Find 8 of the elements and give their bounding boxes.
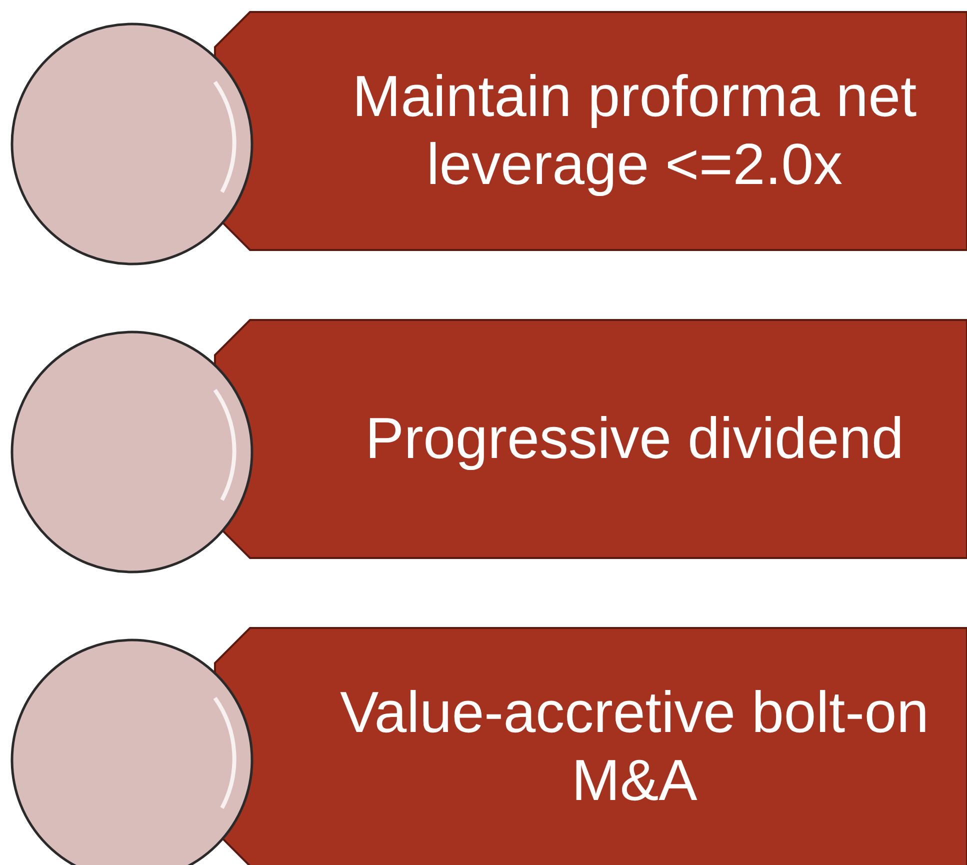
circle-shape (10, 330, 254, 574)
banner (215, 628, 967, 865)
banner-text: Progressive dividend (365, 405, 904, 473)
banner (215, 12, 967, 250)
banner-text: Maintain proforma net leverage <=2.0x (351, 63, 918, 199)
banner-text: Value-accretive bolt-on M&A (339, 679, 930, 815)
banner (215, 320, 967, 558)
circle-shape (10, 22, 254, 266)
